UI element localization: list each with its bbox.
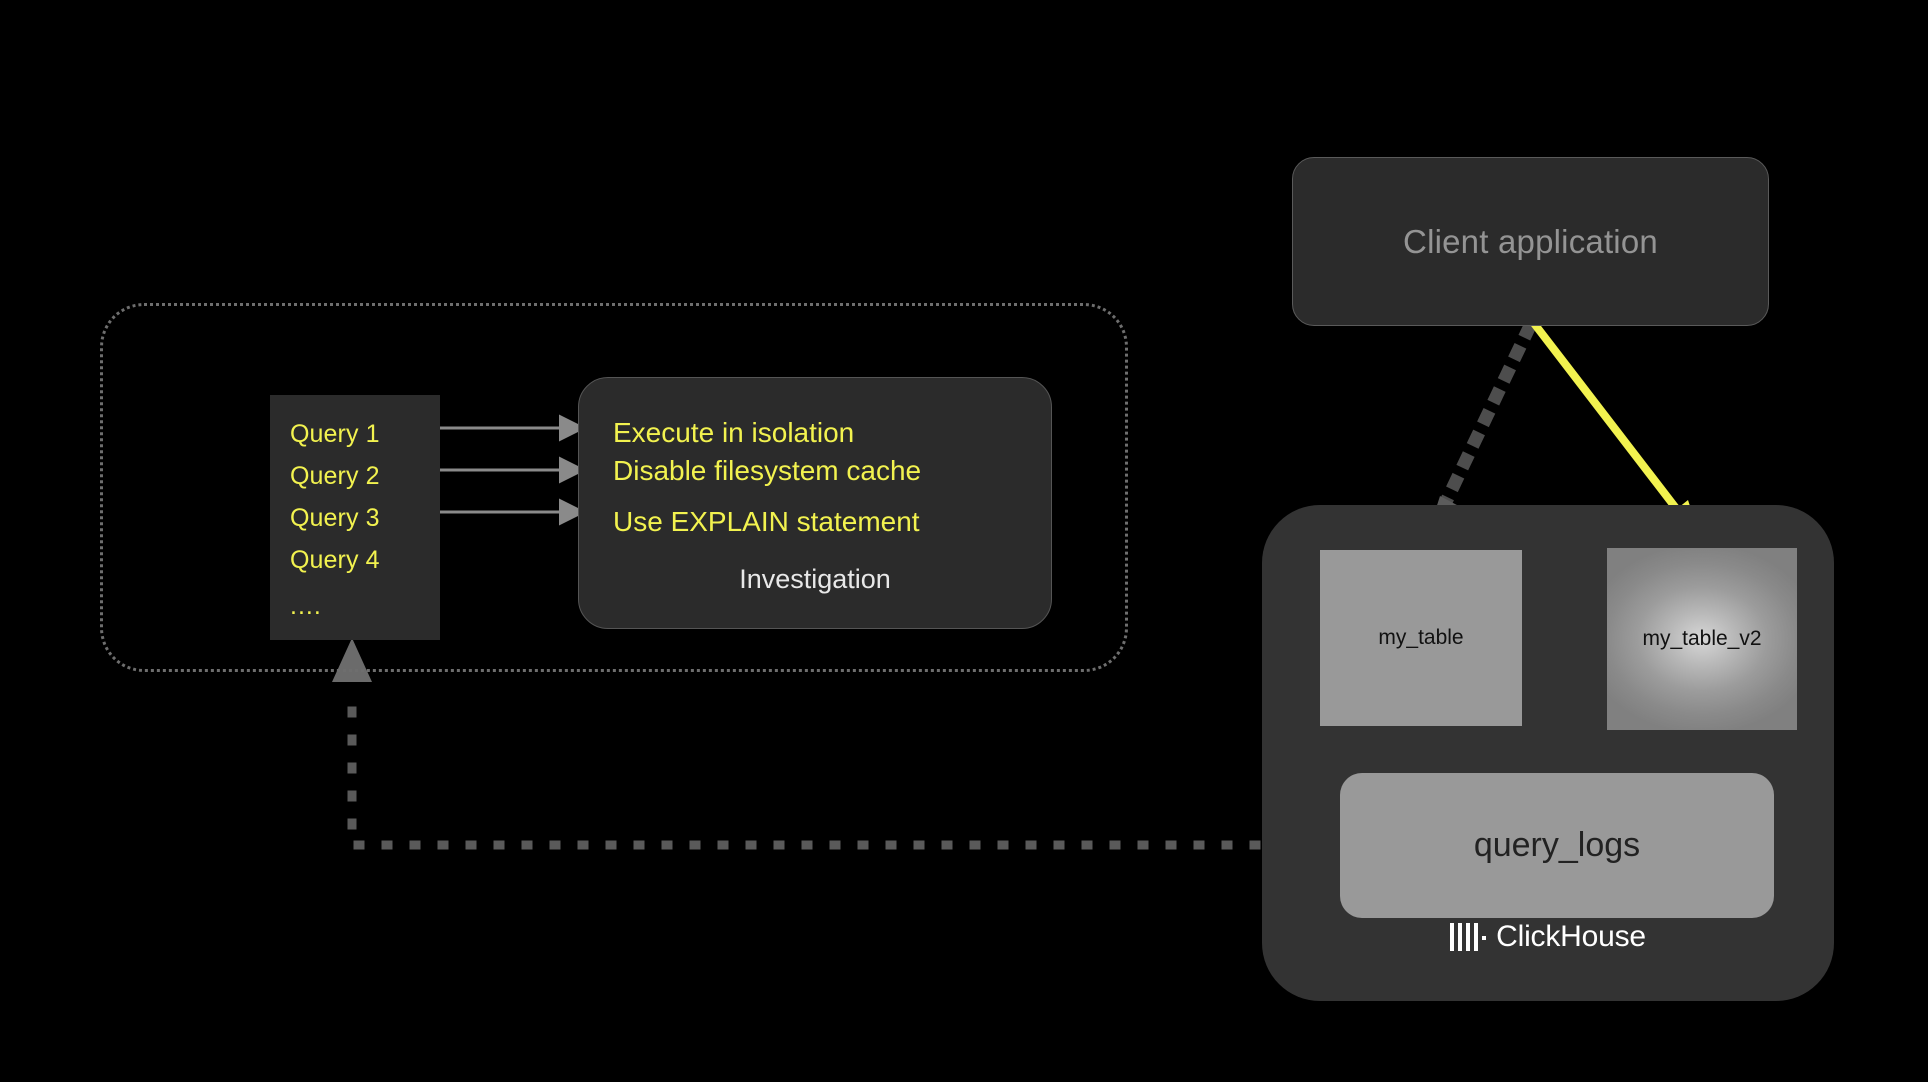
list-item-query-2[interactable]: Query 2 — [290, 462, 380, 490]
client-application-box: Client application — [1292, 157, 1769, 326]
list-item-query-1[interactable]: Query 1 — [290, 420, 380, 448]
table-label-my-table: my_table — [1378, 626, 1464, 649]
clickhouse-logo-icon — [1450, 923, 1487, 951]
investigation-group-container — [100, 303, 1128, 672]
table-label-query-logs: query_logs — [1473, 826, 1641, 864]
clickhouse-container: my_table my_table_v2 query_logs ClickHou… — [1262, 505, 1834, 1001]
investigation-panel: Execute in isolation Disable filesystem … — [578, 377, 1052, 629]
investigation-panel-caption: Investigation — [739, 564, 891, 594]
table-box-my-table-v2: my_table_v2 — [1607, 548, 1797, 730]
investigation-tip-disable-filesystem-cache: Disable filesystem cache — [613, 455, 922, 486]
query-list-panel: Query 1 Query 2 Query 3 Query 4 .... — [270, 395, 440, 640]
table-label-my-table-v2: my_table_v2 — [1642, 627, 1762, 650]
list-item-query-4[interactable]: Query 4 — [290, 546, 380, 574]
investigation-tip-execute-in-isolation: Execute in isolation — [613, 417, 855, 448]
client-application-label: Client application — [1403, 222, 1658, 260]
list-item-ellipsis: .... — [290, 592, 322, 620]
table-box-query-logs: query_logs — [1340, 773, 1774, 918]
clickhouse-logo-text: ClickHouse — [1496, 920, 1646, 953]
clickhouse-logo: ClickHouse — [1262, 920, 1834, 954]
list-item-query-3[interactable]: Query 3 — [290, 504, 380, 532]
investigation-tip-use-explain-statement: Use EXPLAIN statement — [613, 506, 920, 537]
table-box-my-table: my_table — [1320, 550, 1522, 726]
